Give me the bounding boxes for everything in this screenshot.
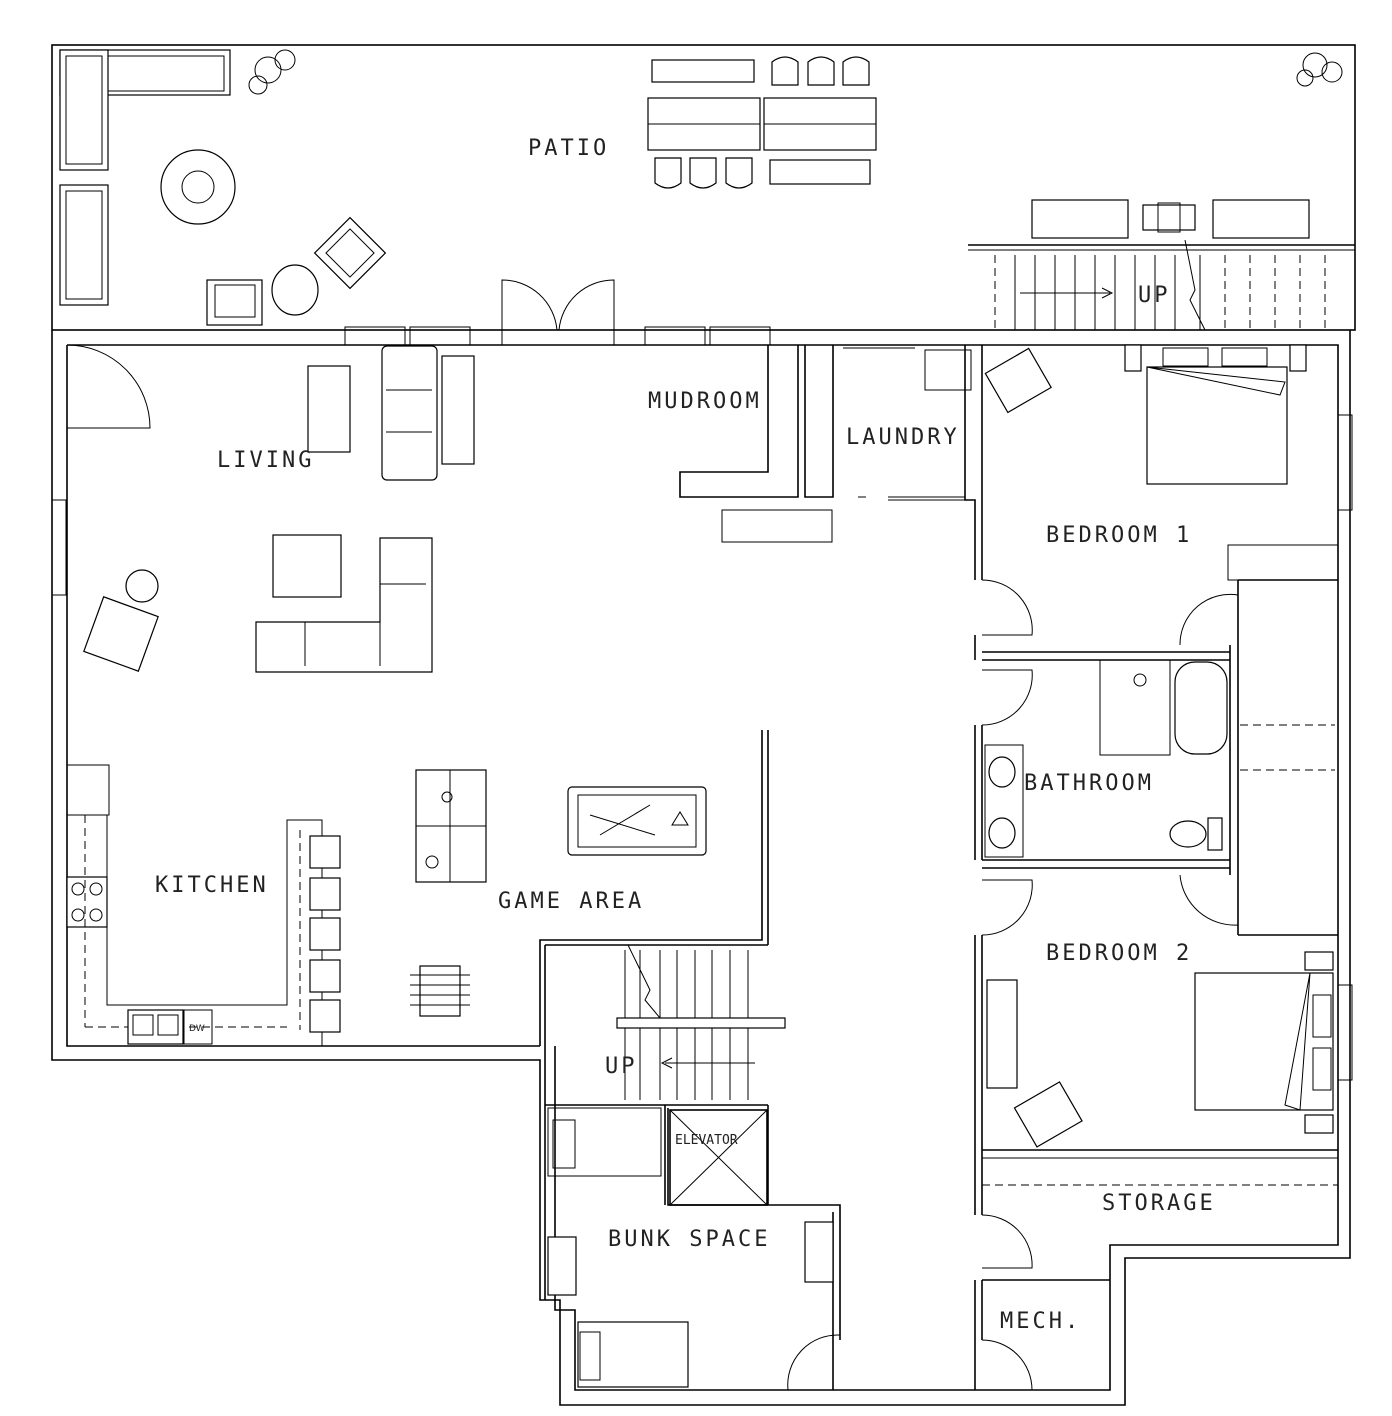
interior-stair: UP [605,944,786,1100]
patio-furniture [59,49,1343,326]
room-labels: PATIO MUDROOM LAUNDRY LIVING BEDROOM 1 B… [155,136,1216,1334]
exterior-walls [51,44,1356,1406]
plant-icon [248,49,296,95]
bedroom1-furniture [984,344,1307,485]
patio-stair-label: UP [1138,283,1171,308]
patio-stair: UP [968,239,1355,331]
room-label-bathroom: BATHROOM [1024,771,1154,796]
room-label-mech: MECH. [1000,1309,1081,1334]
room-label-storage: STORAGE [1102,1191,1216,1216]
patio-chairs [654,56,870,189]
bathroom-fixtures [984,659,1228,858]
dishwasher-label: DW [189,1024,205,1034]
bunk-furniture [547,1119,834,1388]
elevator-icon[interactable]: ELEVATOR [669,1109,768,1206]
interior-stair-label: UP [605,1054,638,1079]
plant-icon [1296,52,1343,87]
game-area-furniture [410,769,707,1017]
room-label-laundry: LAUNDRY [846,425,960,450]
living-furniture [83,345,475,673]
elevator-label: ELEVATOR [675,1133,738,1148]
room-label-bedroom-1: BEDROOM 1 [1046,523,1192,548]
room-label-bedroom-2: BEDROOM 2 [1046,941,1192,966]
bedroom2-furniture [986,951,1334,1148]
room-label-game-area: GAME AREA [498,889,644,914]
room-label-living: LIVING [217,448,314,473]
room-label-patio: PATIO [528,136,609,161]
room-label-bunk-space: BUNK SPACE [608,1227,770,1252]
room-label-kitchen: KITCHEN [155,873,269,898]
room-label-mudroom: MUDROOM [648,389,762,414]
kitchen-fixtures: DW [66,764,341,1046]
